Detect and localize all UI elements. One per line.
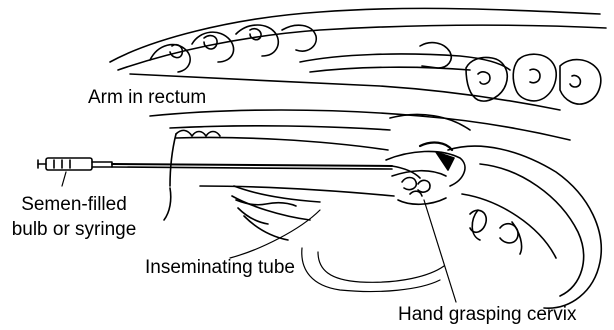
label-hand-grasping-cervix: Hand grasping cervix (398, 304, 576, 326)
label-semen-filled-bulb: Semen-filled bulb or syringe (4, 192, 144, 242)
label-semen-line1: Semen-filled (4, 192, 144, 217)
syringe-and-tube (38, 158, 420, 178)
uterus-outline (448, 146, 601, 308)
label-inseminating-tube: Inseminating tube (145, 257, 295, 279)
label-arm-in-rectum: Arm in rectum (88, 87, 206, 109)
vagina-walls (164, 138, 394, 241)
label-semen-line2: bulb or syringe (4, 217, 144, 242)
cervix-and-hand (386, 143, 465, 205)
rectum-and-arm (150, 110, 570, 186)
